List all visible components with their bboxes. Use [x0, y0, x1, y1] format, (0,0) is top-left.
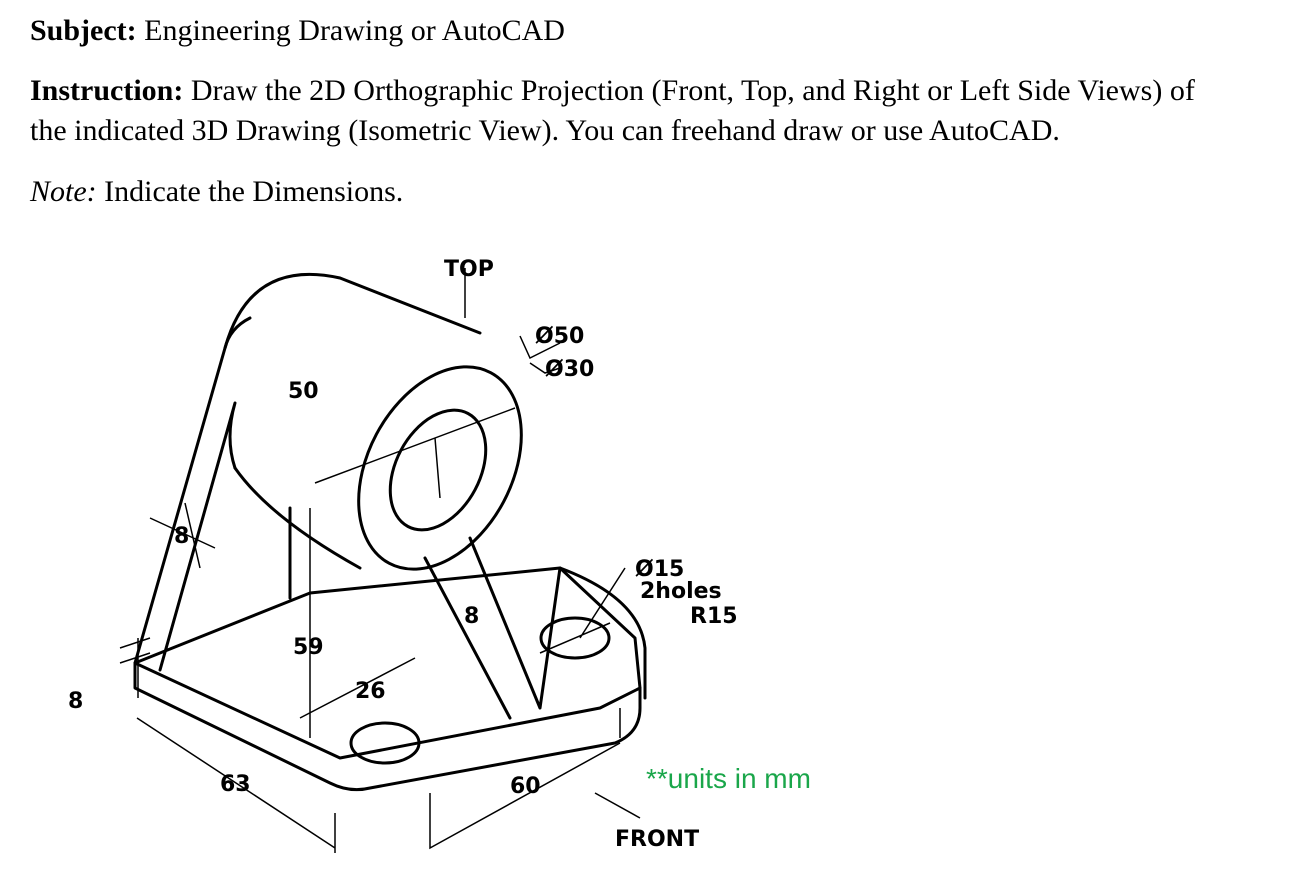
isometric-drawing: TOP Ø50 Ø30 50 8 8 Ø15 2holes R15 59 26 …: [68, 257, 811, 853]
label-dia-15: Ø15: [635, 557, 684, 582]
note-text: Indicate the Dimensions.: [104, 175, 404, 208]
base-right-round: [558, 566, 647, 700]
subject-label: Subject:: [30, 14, 137, 47]
instruction-text-1: Draw the 2D Orthographic Projection (Fro…: [190, 74, 1195, 107]
front-arrow: [594, 792, 641, 819]
cylinder-top-silhouette: [223, 272, 482, 350]
label-dim-63: 63: [220, 772, 251, 797]
rib-inner-edge: [158, 401, 237, 672]
label-front: FRONT: [615, 827, 699, 852]
label-2-holes: 2holes: [640, 579, 722, 604]
dia-leaders: [519, 335, 561, 374]
instruction-line-1: Instruction: Draw the 2D Orthographic Pr…: [30, 71, 1195, 111]
hole-right: [539, 616, 611, 660]
bore-centerlines: [314, 407, 516, 499]
rib-left-edge: [133, 316, 252, 665]
label-dim-8-rib: 8: [174, 524, 189, 549]
label-dim-50: 50: [288, 379, 319, 404]
cylinder-bottom-silhouette: [233, 466, 362, 570]
units-note: **units in mm: [646, 763, 811, 794]
dim-59-26: [299, 508, 416, 738]
label-dia-30: Ø30: [545, 357, 594, 382]
dimension-lines: [119, 268, 641, 853]
label-dia-50: Ø50: [535, 324, 584, 349]
note-line: Note: Indicate the Dimensions.: [30, 172, 403, 212]
label-dim-59: 59: [293, 635, 324, 660]
label-r15: R15: [690, 604, 738, 629]
dim-8-base: [119, 637, 151, 698]
hole-front: [349, 721, 421, 765]
dim-63-60: [136, 708, 621, 853]
part-outline: [133, 272, 647, 792]
note-label: Note:: [30, 175, 97, 208]
label-dim-60: 60: [510, 774, 541, 799]
hole-leaders: [539, 567, 626, 654]
cylinder-outer-face: [357, 365, 523, 571]
base-front-edge: [133, 661, 642, 792]
subject-text: Engineering Drawing or AutoCAD: [144, 14, 565, 47]
label-dim-8-base: 8: [68, 689, 83, 714]
instruction-text-2: the indicated 3D Drawing (Isometric View…: [30, 114, 1060, 147]
dim-8-rib: [149, 502, 216, 569]
subject-line: Subject: Engineering Drawing or AutoCAD: [30, 11, 565, 51]
web-outline: [423, 536, 562, 720]
label-dim-26: 26: [355, 679, 386, 704]
base-top-face: [133, 566, 642, 760]
instruction-line-2: the indicated 3D Drawing (Isometric View…: [30, 111, 1060, 151]
label-top: TOP: [444, 257, 494, 282]
instruction-label: Instruction:: [30, 74, 184, 107]
label-dim-8-web: 8: [464, 604, 479, 629]
